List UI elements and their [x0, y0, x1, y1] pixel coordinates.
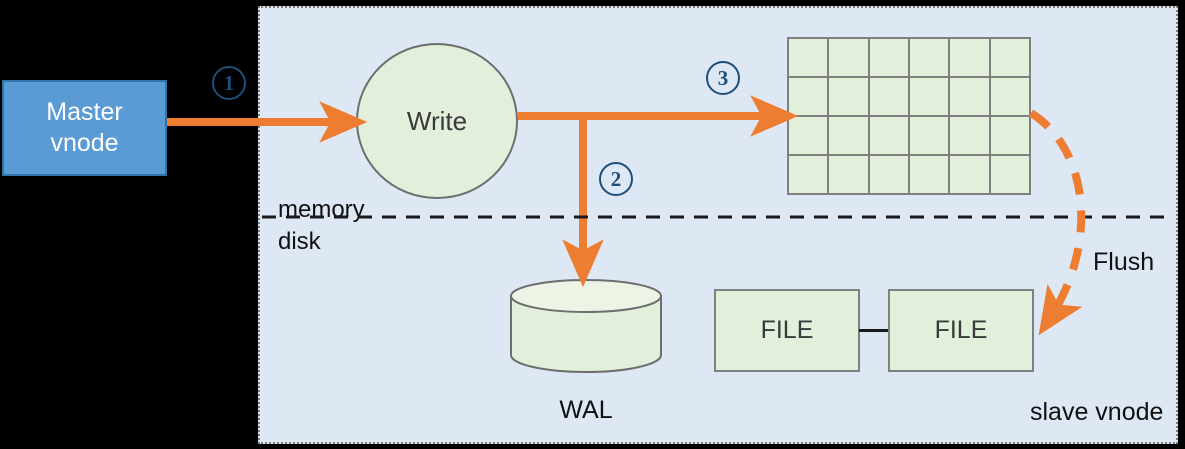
file-connector-line — [859, 329, 889, 332]
grid-cell — [948, 154, 991, 195]
slave-vnode-label: slave vnode — [1030, 398, 1164, 426]
step-badge-2: 2 — [599, 162, 633, 196]
master-vnode-box[interactable]: Master vnode — [2, 80, 167, 176]
grid-cell — [988, 76, 1032, 117]
grid-cell — [907, 115, 951, 156]
grid-cell — [786, 154, 830, 195]
grid-cell — [907, 37, 951, 78]
write-node[interactable]: Write — [356, 43, 518, 199]
master-vnode-label-line2: vnode — [50, 129, 119, 157]
table-row — [786, 76, 1032, 117]
grid-cell — [988, 115, 1032, 156]
grid-cell — [867, 37, 910, 78]
memory-grid — [786, 37, 1032, 195]
flush-label: Flush — [1093, 248, 1155, 276]
grid-cell — [867, 76, 910, 117]
step-badge-3: 3 — [706, 61, 740, 95]
grid-cell — [988, 37, 1032, 78]
table-row — [786, 154, 1032, 195]
grid-cell — [827, 76, 870, 117]
memory-label: memory — [278, 196, 365, 223]
memory-grid-body — [786, 37, 1032, 195]
wal-label: WAL — [559, 396, 613, 424]
table-row — [786, 37, 1032, 78]
step-badge-1-label: 1 — [223, 70, 235, 95]
grid-cell — [907, 76, 951, 117]
file-box-1-label: FILE — [760, 316, 814, 344]
file-box-2[interactable]: FILE — [888, 289, 1034, 372]
grid-cell — [786, 37, 830, 78]
grid-cell — [786, 76, 830, 117]
grid-cell — [948, 115, 991, 156]
step-badge-1: 1 — [212, 66, 246, 100]
grid-cell — [827, 154, 870, 195]
grid-cell — [867, 154, 910, 195]
grid-cell — [786, 115, 830, 156]
step-badge-2-label: 2 — [610, 166, 622, 191]
step-badge-3-label: 3 — [717, 65, 729, 90]
grid-cell — [907, 154, 951, 195]
write-node-label: Write — [406, 105, 468, 136]
file-box-2-label: FILE — [934, 316, 988, 344]
grid-cell — [988, 154, 1032, 195]
disk-label: disk — [278, 228, 321, 255]
grid-cell — [948, 76, 991, 117]
master-vnode-label-line1: Master — [46, 97, 123, 126]
file-box-1[interactable]: FILE — [714, 289, 860, 372]
wal-cylinder — [510, 279, 662, 373]
table-row — [786, 115, 1032, 156]
grid-cell — [948, 37, 991, 78]
grid-cell — [827, 115, 870, 156]
grid-cell — [867, 115, 910, 156]
grid-cell — [827, 37, 870, 78]
